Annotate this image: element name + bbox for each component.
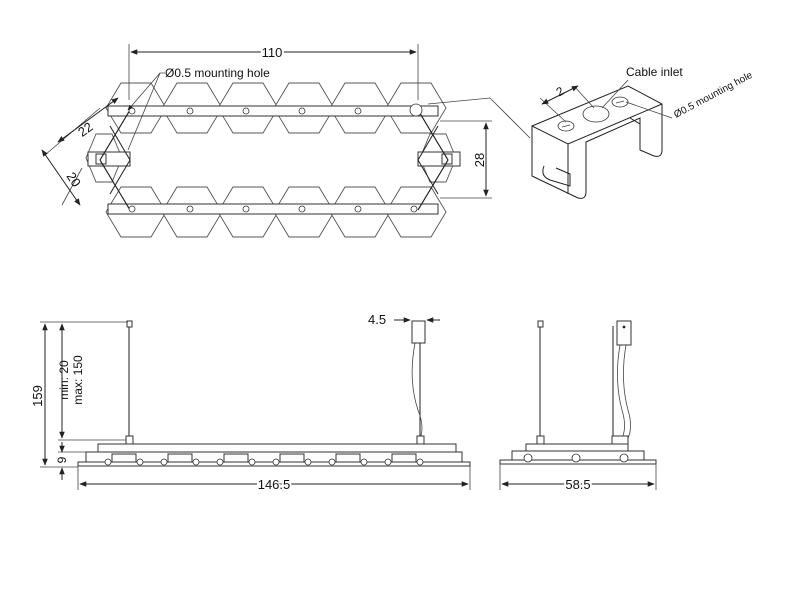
dim-label-22: 22 <box>75 119 96 140</box>
front-module-joint <box>272 458 280 466</box>
dim-line-20 <box>41 149 81 206</box>
rail-screw <box>354 205 362 213</box>
front-module-joint <box>304 458 312 466</box>
bracket-mounting-hole-label: Ø0.5 mounting hole <box>672 70 755 121</box>
dim-label-58-5: 58.5 <box>565 477 590 492</box>
rail-screw <box>354 107 362 115</box>
rail-screw <box>242 107 250 115</box>
front-modules <box>104 453 424 466</box>
rail-screw <box>242 205 250 213</box>
rail-screw <box>298 107 306 115</box>
bracket-hole-leader <box>625 101 673 119</box>
front-module-joint <box>192 458 200 466</box>
detail-callout-line <box>427 97 531 139</box>
front-module-joint <box>216 458 224 466</box>
cable-inlet-hole <box>582 105 610 123</box>
mounting-hole-label: Ø0.5 mounting hole <box>165 66 270 80</box>
front-body-top <box>97 443 457 453</box>
rail-screw <box>298 205 306 213</box>
front-module-joint <box>384 458 392 466</box>
front-module <box>335 453 361 463</box>
rail-bottom <box>107 203 439 215</box>
dim-label-159: 159 <box>30 385 45 407</box>
front-module <box>167 453 193 463</box>
front-module <box>279 453 305 463</box>
end-bracket-left <box>87 151 131 167</box>
front-module <box>223 453 249 463</box>
cable-inlet-leader <box>601 79 629 109</box>
front-module-joint <box>248 458 256 466</box>
side-body-top <box>525 443 629 452</box>
mounting-hole-marker <box>409 103 423 117</box>
side-canopy-box <box>616 320 632 346</box>
front-module-joint <box>104 458 112 466</box>
side-view: 58.5 <box>499 320 657 494</box>
rail-screw <box>410 205 418 213</box>
dim-label-9: 9 <box>55 456 69 463</box>
end-bracket-right <box>417 151 461 167</box>
rail-screw <box>128 205 136 213</box>
rail-screw <box>186 107 194 115</box>
front-module-joint <box>136 458 144 466</box>
dim-label-max: max: 150 <box>71 355 85 405</box>
rail-screw <box>128 107 136 115</box>
bracket-detail: 2 Cable inlet Ø0.5 mounting hole <box>531 65 755 199</box>
dim-label-110: 110 <box>262 45 283 60</box>
dim-label-20: 20 <box>63 169 84 189</box>
top-view: 110 Ø0.5 mounting hole 22 20 28 <box>41 43 531 238</box>
cable-inlet-label: Cable inlet <box>626 65 683 79</box>
dim-label-28: 28 <box>472 153 487 167</box>
front-module <box>391 453 417 463</box>
bracket-body <box>531 85 663 199</box>
front-module-joint <box>160 458 168 466</box>
front-module <box>111 453 137 463</box>
dim-label-4-5: 4.5 <box>368 312 386 327</box>
front-module-joint <box>328 458 336 466</box>
rail-screw <box>186 205 194 213</box>
front-module-joint <box>360 458 368 466</box>
dim-label-146-5: 146.5 <box>258 477 291 492</box>
front-view: 159 min: 20 max: 150 9 4.5 146.5 <box>30 312 471 494</box>
front-module-joint <box>416 458 424 466</box>
dim-label-min: min: 20 <box>57 360 71 400</box>
canopy-box <box>411 320 426 344</box>
dim-line-2 <box>541 85 579 105</box>
power-cable <box>411 342 423 443</box>
dim-line-22 <box>57 97 119 143</box>
rail-top <box>107 105 439 117</box>
